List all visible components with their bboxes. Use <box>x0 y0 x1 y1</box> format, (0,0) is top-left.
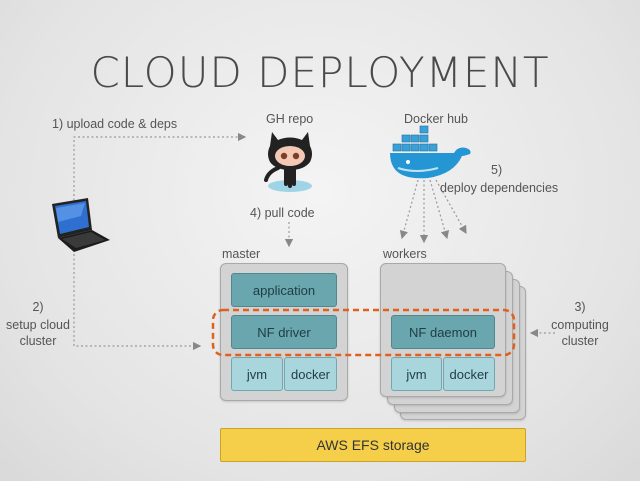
master-jvm-box: jvm <box>231 357 283 391</box>
step-setup-line1: setup cloud <box>6 318 70 332</box>
step-computing-number: 3) <box>574 300 586 314</box>
application-box: application <box>231 273 337 307</box>
github-octocat-icon <box>264 132 312 192</box>
gh-repo-label: GH repo <box>266 112 314 126</box>
nf-daemon-box: NF daemon <box>391 315 495 349</box>
slide-title: CLOUD DEPLOYMENT <box>90 48 550 97</box>
laptop-icon <box>52 198 110 252</box>
worker-jvm-box: jvm <box>391 357 442 391</box>
aws-efs-storage-box: AWS EFS storage <box>220 428 526 462</box>
step-pull-label: 4) pull code <box>250 206 315 220</box>
docker-hub-label: Docker hub <box>404 112 468 126</box>
upload-arrow <box>73 132 247 205</box>
setup-arrow <box>73 245 202 351</box>
step-upload-label: 1) upload code & deps <box>52 117 178 131</box>
workers-label: workers <box>383 247 427 261</box>
deploy-arrows <box>399 179 467 244</box>
step-computing-line2: cluster <box>561 334 599 348</box>
step-setup-line2: cluster <box>19 334 57 348</box>
step-setup-number: 2) <box>32 300 44 314</box>
step-deploy-number: 5) <box>491 163 503 177</box>
worker-docker-box: docker <box>443 357 495 391</box>
docker-whale-icon <box>390 125 471 179</box>
step-deploy-label: deploy dependencies <box>440 181 559 195</box>
master-label: master <box>222 247 261 261</box>
step-computing-line1: computing <box>551 318 609 332</box>
nf-driver-box: NF driver <box>231 315 337 349</box>
master-docker-box: docker <box>284 357 337 391</box>
